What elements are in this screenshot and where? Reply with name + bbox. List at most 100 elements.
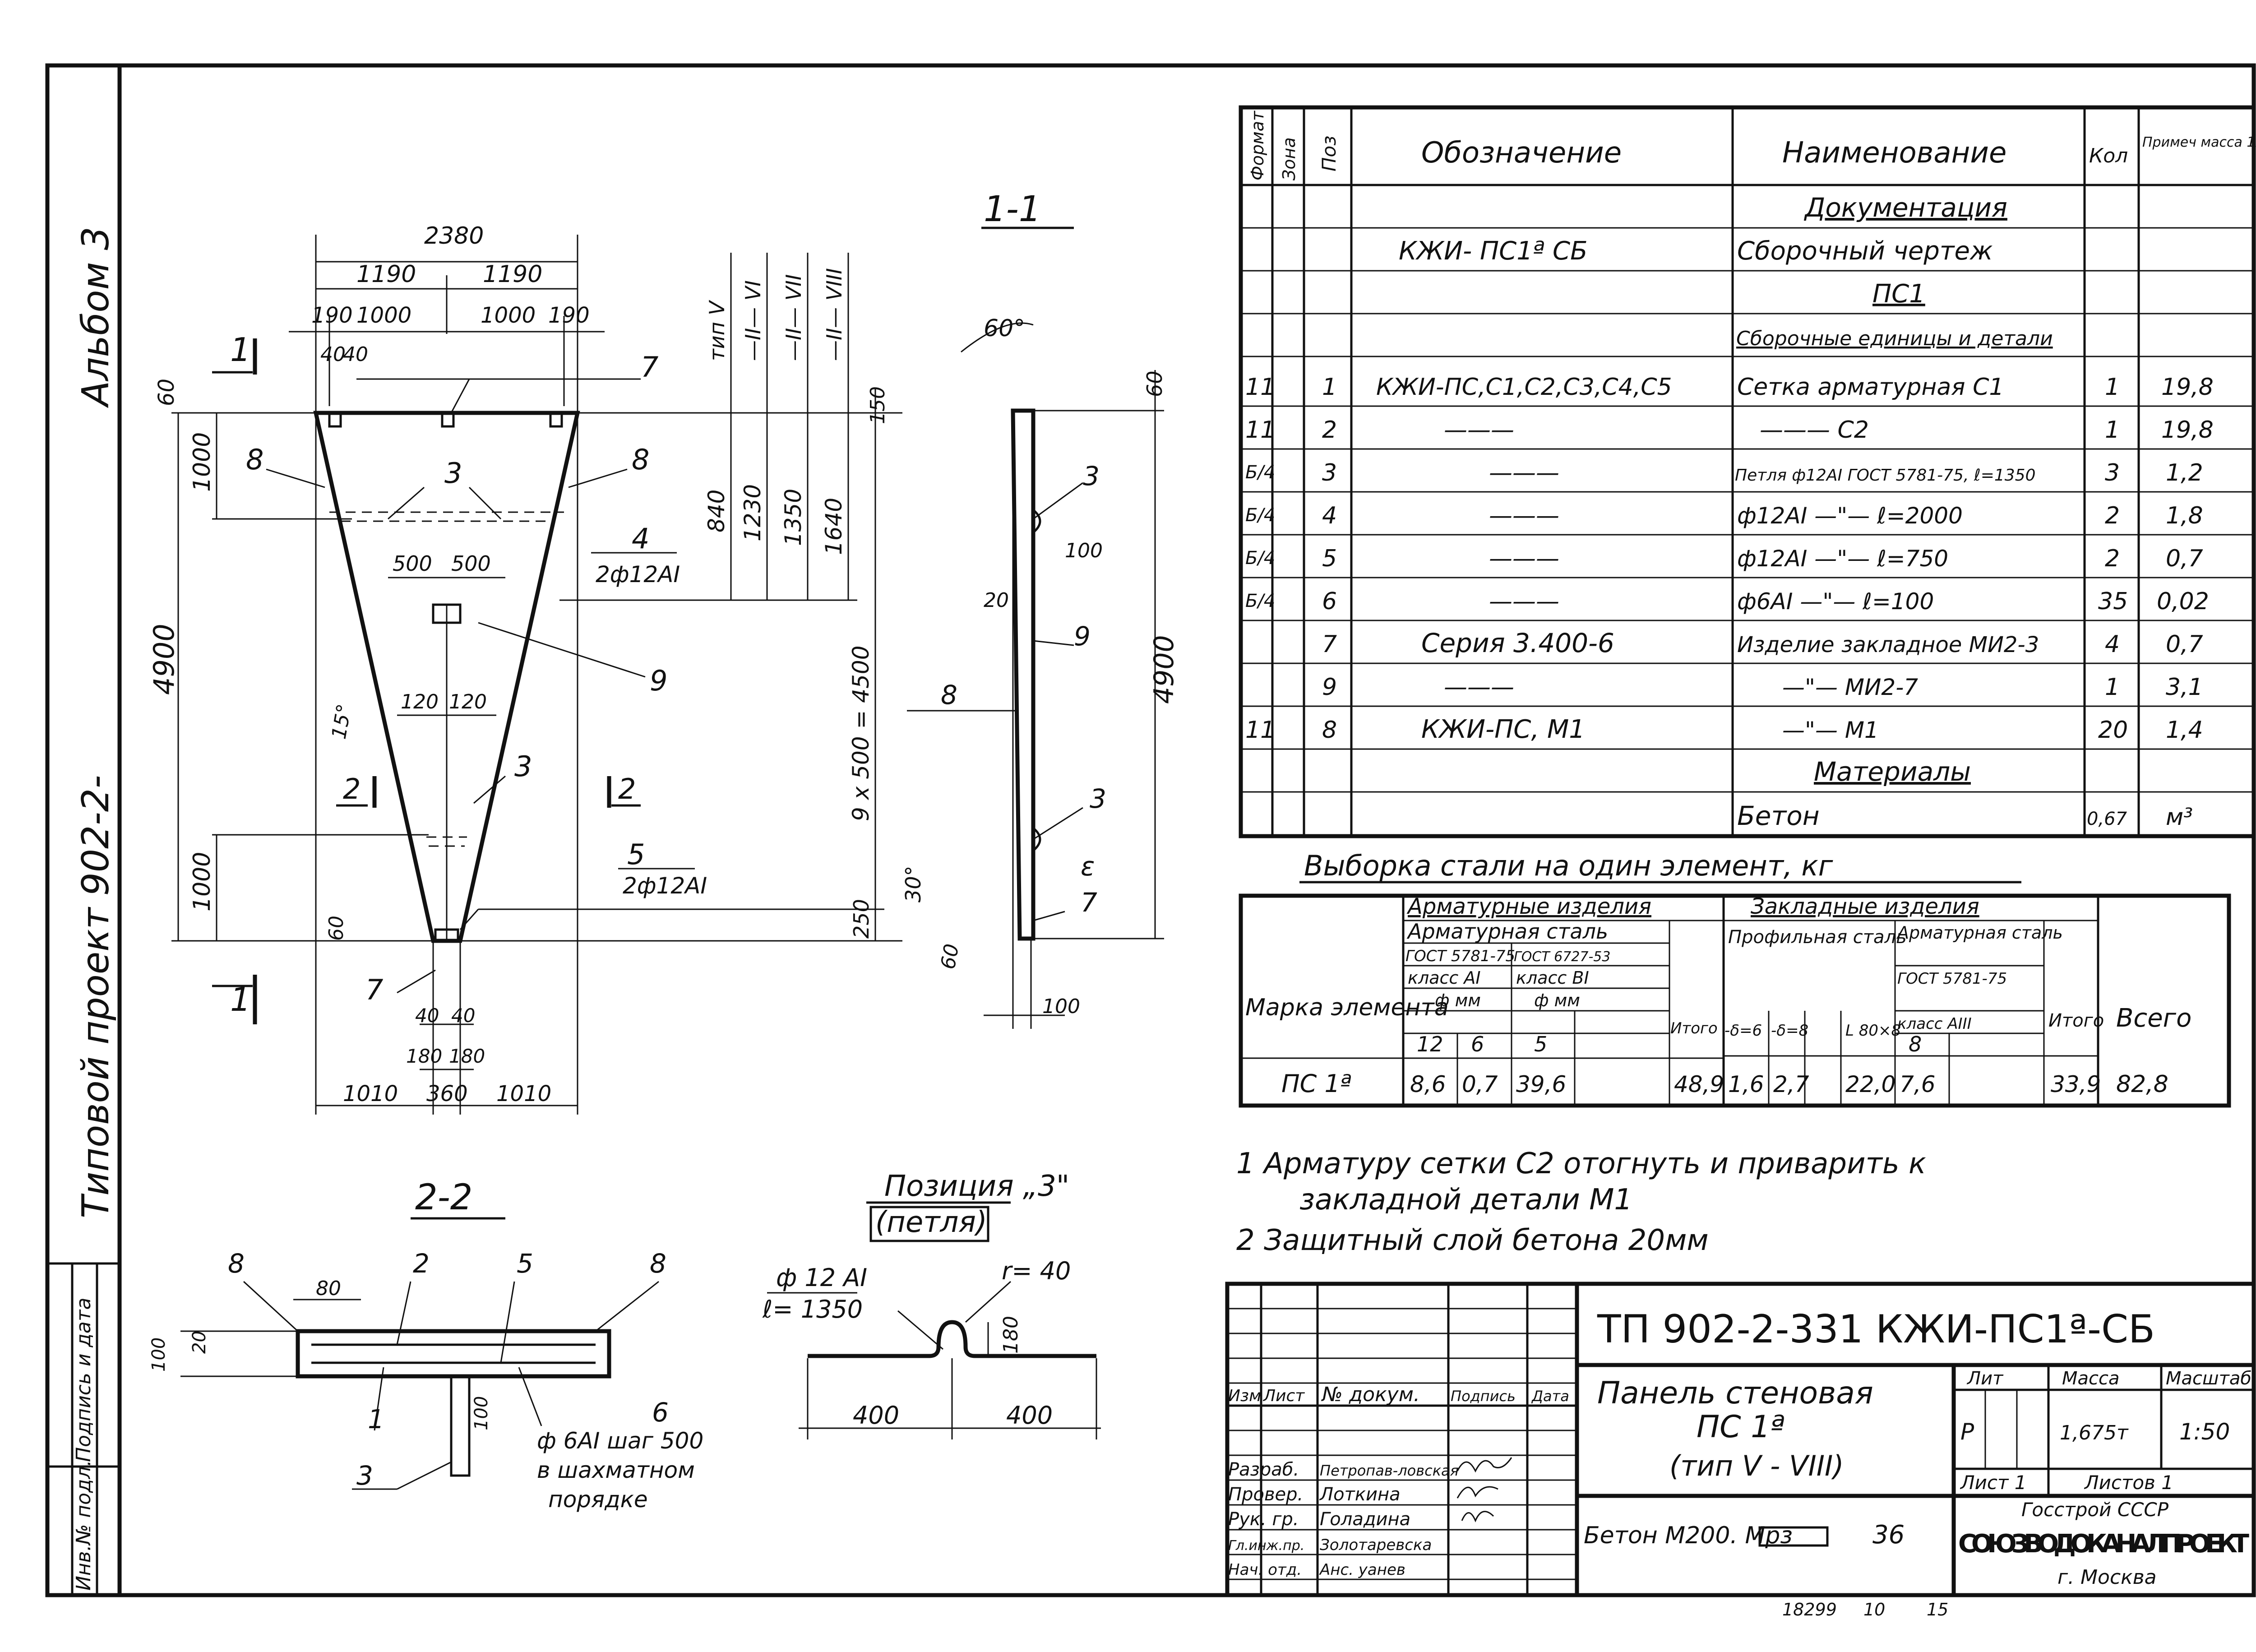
section-2-2-title: 2-2	[415, 1177, 472, 1218]
spec-section-materials: Материалы	[1814, 756, 1971, 787]
type-vii: —II— VII	[781, 274, 806, 361]
callout-7-bottom: 7	[365, 973, 383, 1006]
spec-r11-pos: 9	[1322, 674, 1337, 701]
s22-dim-20: 20	[189, 1331, 210, 1354]
steel-v-mark: ПС 1ª	[1281, 1069, 1351, 1098]
s11-callout-9: 9	[1074, 621, 1091, 652]
dim-1000-b: 1000	[481, 303, 536, 328]
spec-r2-name: ПС1	[1872, 279, 1925, 309]
steel-h-total: Всего	[2116, 1004, 2191, 1033]
loop-length: ℓ= 1350	[762, 1295, 863, 1323]
dim-100-bottom: 100	[1042, 995, 1080, 1018]
spec-r9-name: ф6AI —"— ℓ=100	[1737, 588, 1934, 615]
loop-shape	[808, 1320, 1096, 1358]
callout-3-top: 3	[444, 457, 462, 490]
spec-r14-qty: 0,67	[2087, 809, 2127, 829]
steel-h5-d6: -δ=6	[1724, 1022, 1762, 1040]
rebar-5-label: 2ф12AI	[623, 873, 707, 899]
dim-1350: 1350	[780, 489, 806, 546]
tb-role-4: Гл.инж.пр.	[1228, 1538, 1304, 1554]
s22-note-1: ф 6AI шаг 500	[537, 1428, 703, 1454]
tb-org-2: СОЮЗВОДОКАНАЛПРОЕКТ	[1958, 1529, 2249, 1559]
project-label: Типовой проект 902-2-	[74, 775, 117, 1218]
signature-2	[1456, 1486, 1498, 1499]
spec-r8-designation: ———	[1489, 545, 1559, 572]
dim-40-c: 40	[415, 1004, 439, 1027]
dim-60-top: 60	[154, 379, 179, 406]
dim-1010-b: 1010	[496, 1081, 551, 1106]
spec-r11-name: —"— МИ2-7	[1782, 674, 1918, 700]
tb-concrete-num: 36	[1872, 1520, 1905, 1550]
steel-title: Выборка стали на один элемент, кг	[1304, 849, 1833, 882]
tb-org-1: Госстрой СССР	[2021, 1499, 2169, 1521]
callout-9: 9	[650, 664, 667, 697]
tb-col-doc: № докум.	[1321, 1383, 1420, 1406]
s22-callout-5: 5	[517, 1248, 533, 1279]
s22-note-2: в шахматном	[537, 1457, 695, 1483]
tb-mass-v: 1,675т	[2060, 1421, 2129, 1444]
dim-9x500: 9 x 500 = 4500	[848, 645, 874, 821]
tb-role-1: Разраб.	[1228, 1459, 1299, 1480]
spec-h-name: Наименование	[1782, 136, 2006, 170]
spec-r4-mass: 19,8	[2161, 374, 2214, 401]
spec-h-note: Примеч масса 1шт кг	[2142, 134, 2256, 150]
notes: 1 Арматуру сетки С2 отогнуть и приварить…	[1236, 1147, 1926, 1257]
spec-r4-format: 11	[1245, 374, 1275, 401]
steel-v-d8: 2,7	[1773, 1071, 1809, 1097]
spec-h-pos: Поз	[1318, 135, 1340, 171]
dim-120-b: 120	[449, 690, 487, 713]
steel-v-6: 0,7	[1462, 1071, 1498, 1097]
tb-name-2: Лоткина	[1319, 1484, 1401, 1505]
tb-name-5: Анс. уанев	[1319, 1561, 1405, 1579]
tb-footer-2: 10	[1863, 1600, 1885, 1620]
spec-r5-name: ——— С2	[1760, 416, 1869, 444]
spec-r8-mass: 0,7	[2166, 545, 2203, 572]
spec-r6-mass: 1,2	[2166, 459, 2203, 486]
dim-250: 250	[849, 899, 874, 939]
steel-h4-class-b: класс BI	[1516, 968, 1589, 988]
spec-section-units: Сборочные единицы и детали	[1736, 327, 2053, 350]
note-1b: закладной детали М1	[1299, 1183, 1632, 1217]
dim-1000-top: 1000	[189, 432, 216, 492]
spec-h-designation: Обозначение	[1421, 136, 1622, 170]
spec-r9-format: Б/4	[1245, 591, 1275, 611]
tb-lit-v: Р	[1960, 1419, 1974, 1445]
dim-40-a: 40	[320, 343, 346, 366]
spec-r4-pos: 1	[1322, 374, 1337, 401]
steel-h5-dia-a: ф мм	[1435, 990, 1481, 1010]
angle-15: 15°	[328, 702, 356, 741]
dim-180-a: 180	[406, 1045, 442, 1067]
dim-1000-bottom: 1000	[189, 852, 216, 912]
steel-v-emb8: 7,6	[1900, 1071, 1936, 1097]
album-label: Альбом 3	[74, 227, 117, 408]
spec-r1-designation: КЖИ- ПС1ª СБ	[1399, 236, 1588, 266]
steel-h3-gost-c: ГОСТ 5781-75	[1897, 970, 2007, 988]
section-2-2: 2-2 80 20 100 100 8 2 5 8 1 3 6 ф 6AI ша…	[148, 1177, 703, 1513]
tb-col-sign: Подпись	[1451, 1388, 1516, 1405]
tb-col-izm: Изм	[1228, 1387, 1261, 1405]
spec-r7-name: ф12AI —"— ℓ=2000	[1737, 503, 1963, 529]
spec-h-zone: Зона	[1279, 137, 1299, 180]
dim-500-a: 500	[393, 551, 432, 576]
spec-r9-mass: 0,02	[2157, 588, 2209, 615]
callout-4: 4	[632, 522, 649, 555]
spec-r12-qty: 20	[2098, 717, 2128, 744]
section-1-1: 1-1 60° 60 100 20 4900 30° 60 100 3 9 8 …	[901, 189, 1180, 1029]
tb-role-5: Нач. отд.	[1228, 1561, 1302, 1579]
spec-r5-format: 11	[1245, 416, 1275, 444]
steel-h-embedded: Закладные изделия	[1751, 894, 1979, 919]
tb-name-3: Голадина	[1320, 1509, 1410, 1530]
tb-mass-h: Масса	[2062, 1368, 2120, 1389]
tb-role-3: Рук. гр.	[1228, 1509, 1299, 1530]
spec-r10-designation: Серия 3.400-6	[1421, 628, 1614, 658]
spec-r9-designation: ———	[1489, 588, 1559, 615]
side-stub: Подпись и дата Инв.№ подл.	[47, 1262, 120, 1595]
dim-1640: 1640	[821, 498, 847, 555]
steel-h-rebar-items: Арматурные изделия	[1406, 894, 1651, 919]
steel-v-12: 8,6	[1410, 1071, 1446, 1097]
section-mark-1-top: 1	[230, 331, 251, 369]
callout-8-left: 8	[246, 443, 264, 476]
dim-180-b: 180	[449, 1045, 485, 1067]
s11-callout-e: ε	[1081, 851, 1095, 882]
steel-h3-gost-a: ГОСТ 5781-75	[1405, 947, 1515, 965]
